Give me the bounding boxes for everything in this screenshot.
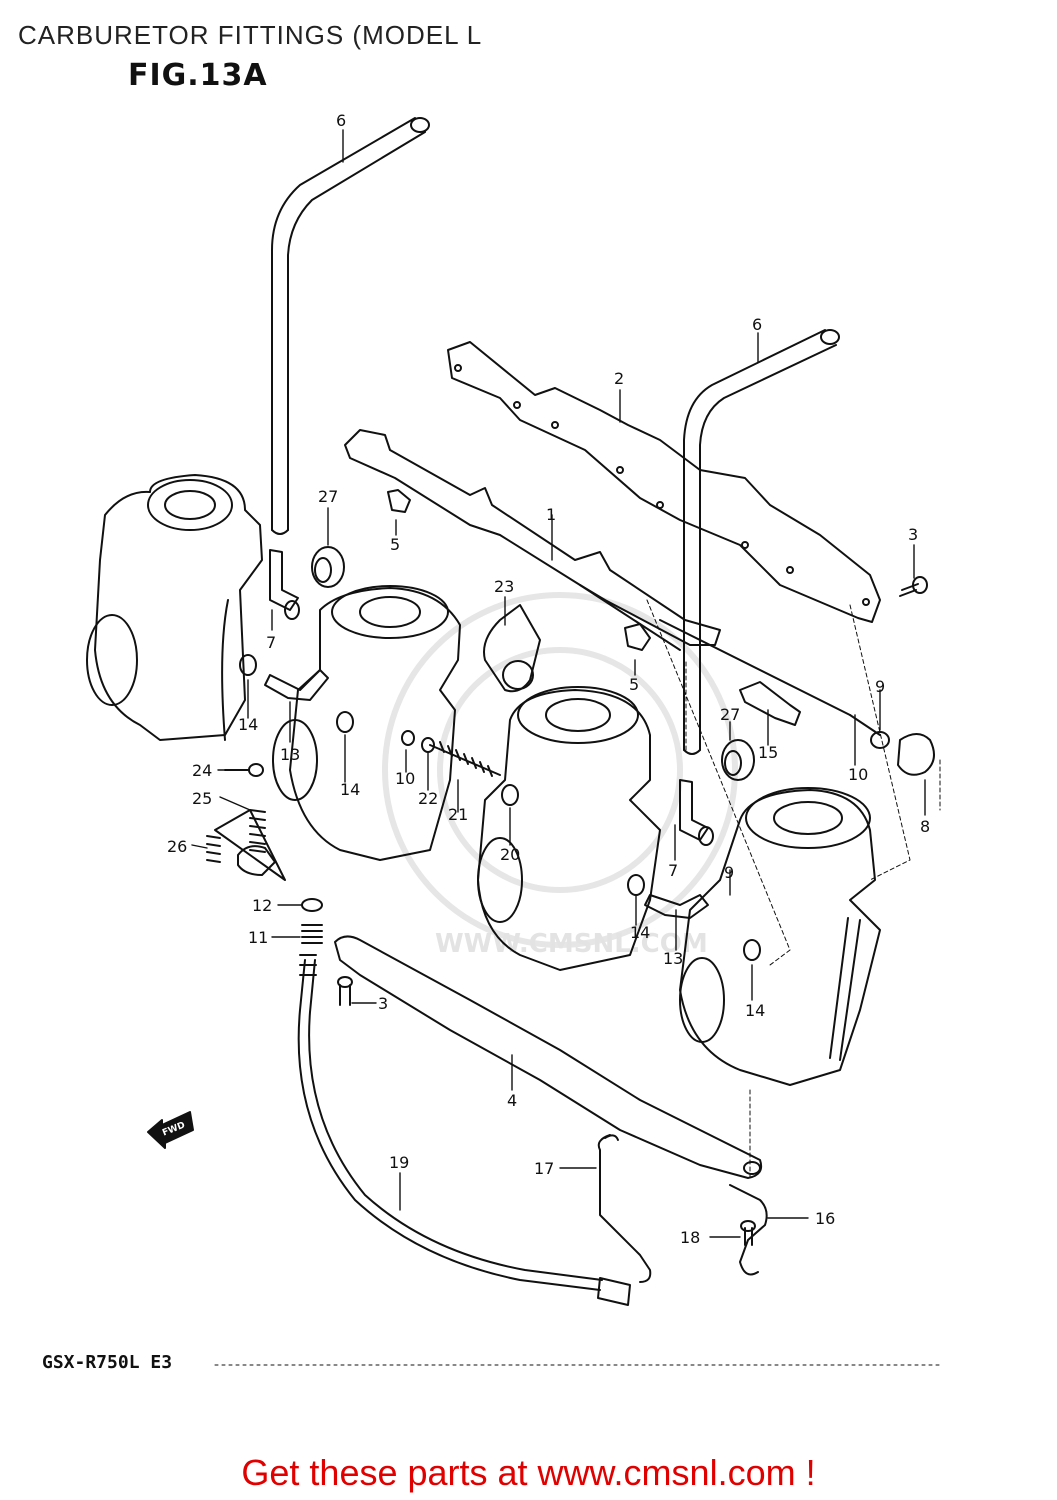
callout-27-right: 27 xyxy=(720,705,740,724)
callout-21: 21 xyxy=(448,805,468,824)
adjuster-spring-21-22 xyxy=(401,730,501,777)
callout-26: 26 xyxy=(167,837,187,856)
figure-label: FIG.13A xyxy=(128,58,268,93)
callout-13-right: 13 xyxy=(663,949,683,968)
carburetor-2 xyxy=(272,585,461,861)
callout-6-left: 6 xyxy=(336,111,346,130)
throttle-cable xyxy=(659,619,935,776)
bolt-3-lower xyxy=(337,976,353,1006)
clip-5-lower xyxy=(624,623,651,651)
vent-hose-left xyxy=(271,117,430,535)
callout-1: 1 xyxy=(546,505,556,524)
callout-14-b: 14 xyxy=(340,780,360,799)
leader-lines xyxy=(191,129,926,1238)
bushing-27-right xyxy=(721,739,755,781)
carburetor-1 xyxy=(86,474,263,741)
callout-14-a: 14 xyxy=(238,715,258,734)
model-code: GSX-R750L E3 xyxy=(42,1352,173,1373)
cap-23 xyxy=(483,604,541,693)
exploded-parts-diagram: WWW.CMSNL.COM xyxy=(86,111,941,1366)
bolt-3-upper xyxy=(899,576,928,597)
callout-16: 16 xyxy=(815,1209,835,1228)
stop-bracket xyxy=(214,809,286,881)
callout-20: 20 xyxy=(500,845,520,864)
bracket-plate-2 xyxy=(447,341,881,623)
throttle-bracket-1 xyxy=(344,429,721,651)
screw-24 xyxy=(224,763,264,777)
callout-3-lower: 3 xyxy=(378,994,388,1013)
spring-11 xyxy=(301,924,323,944)
carburetor-4 xyxy=(679,787,881,1086)
group-lines xyxy=(214,599,941,1366)
cap-14-d xyxy=(743,939,761,961)
watermark: WWW.CMSNL.COM xyxy=(382,592,738,959)
callout-17: 17 xyxy=(534,1159,554,1178)
throttle-stop-cable-19 xyxy=(297,954,631,1306)
lower-bracket-4 xyxy=(334,935,763,1179)
cap-14-b xyxy=(336,711,354,733)
callout-14-d: 14 xyxy=(745,1001,765,1020)
callout-5-lower: 5 xyxy=(629,675,639,694)
callout-13-left: 13 xyxy=(280,745,300,764)
callout-14-c: 14 xyxy=(630,923,650,942)
carburetor-3 xyxy=(477,686,661,971)
callout-4: 4 xyxy=(507,1091,517,1110)
callout-24: 24 xyxy=(192,761,212,780)
callout-25: 25 xyxy=(192,789,212,808)
fuel-joint-7-right xyxy=(679,779,714,846)
screw-18 xyxy=(740,1220,756,1246)
link-rod-17 xyxy=(597,1134,652,1283)
callout-10-right: 10 xyxy=(848,765,868,784)
footer-shop-link[interactable]: Get these parts at www.cmsnl.com ! xyxy=(241,1452,816,1493)
clip-5-upper xyxy=(387,489,411,513)
bracket-15 xyxy=(739,681,801,726)
callout-10-left: 10 xyxy=(395,769,415,788)
callout-12: 12 xyxy=(252,896,272,915)
page-title: CARBURETOR FITTINGS (MODEL L xyxy=(18,20,483,50)
callout-6-right: 6 xyxy=(752,315,762,334)
callout-22: 22 xyxy=(418,789,438,808)
callout-8: 8 xyxy=(920,817,930,836)
forward-arrow-icon: FWD xyxy=(147,1111,194,1149)
callout-2: 2 xyxy=(614,369,624,388)
callout-27-left: 27 xyxy=(318,487,338,506)
callout-19: 19 xyxy=(389,1153,409,1172)
washer-12 xyxy=(301,898,323,912)
callout-9-lower: 9 xyxy=(724,863,734,882)
callout-3-upper: 3 xyxy=(908,525,918,544)
vent-hose-right xyxy=(683,329,840,755)
callout-numbers: 6 6 2 1 3 27 5 23 5 7 9 27 15 10 8 14 13… xyxy=(167,111,930,1247)
callout-7-right: 7 xyxy=(668,861,678,880)
callout-7-left: 7 xyxy=(266,633,276,652)
spring-16 xyxy=(729,1184,768,1276)
fuel-tee-13-right xyxy=(644,894,709,919)
screw-20 xyxy=(501,784,519,806)
callout-18: 18 xyxy=(680,1228,700,1247)
callout-23: 23 xyxy=(494,577,514,596)
callout-11: 11 xyxy=(248,928,268,947)
callout-5-upper: 5 xyxy=(390,535,400,554)
callout-9-upper: 9 xyxy=(875,677,885,696)
callout-15: 15 xyxy=(758,743,778,762)
watermark-url: WWW.CMSNL.COM xyxy=(435,929,708,959)
cap-14-c xyxy=(627,874,645,896)
fuel-joint-7-left xyxy=(269,549,300,620)
spring-26 xyxy=(206,835,221,863)
fuel-tee-13-left xyxy=(264,669,329,701)
cap-14-a xyxy=(239,654,257,676)
bushing-27-left xyxy=(311,546,345,588)
